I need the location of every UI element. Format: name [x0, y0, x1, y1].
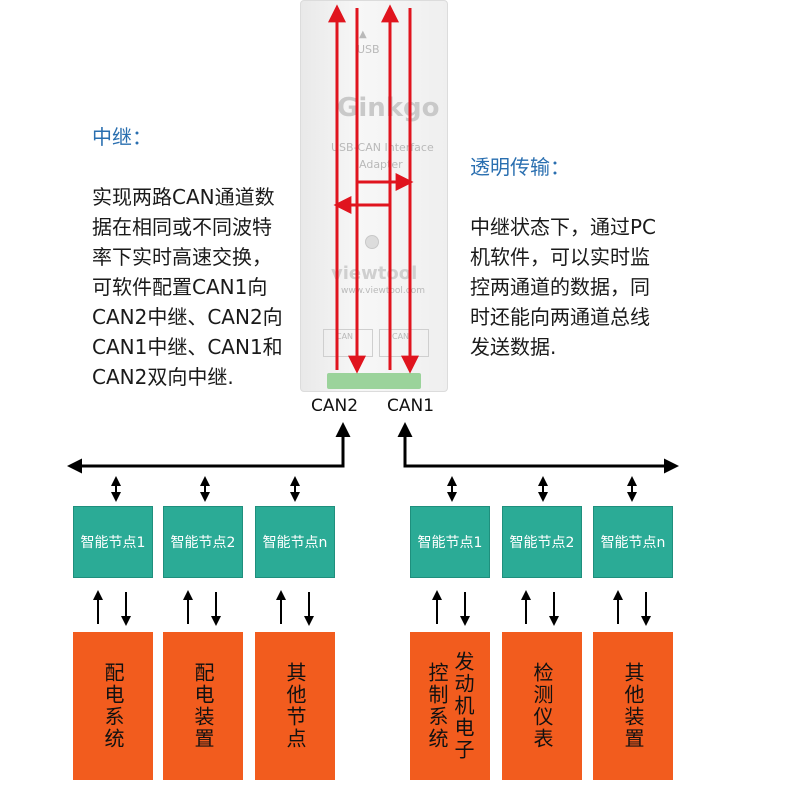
left-device-n: 其他节点 [255, 632, 335, 780]
relay-note-body: 实现两路CAN通道数 据在相同或不同波特 率下实时高速交换， 可软件配置CAN1… [92, 185, 283, 389]
node-device-arrows [93, 590, 651, 626]
left-smart-node-2: 智能节点2 [163, 506, 243, 578]
brand-logo: Ginkgo [337, 93, 440, 123]
relay-note: 中继： 实现两路CAN通道数 据在相同或不同波特 率下实时高速交换， 可软件配置… [92, 92, 312, 422]
vendor-url: www.viewtool.com [341, 286, 425, 296]
terminal-block [327, 373, 421, 389]
transparent-note-title: 透明传输： [470, 155, 570, 179]
right-device-n: 其他装置 [593, 632, 673, 780]
right-smart-node-1: 智能节点1 [410, 506, 490, 578]
bus-node-arrows [111, 476, 637, 502]
usb-can-adapter: ▲ USB Ginkgo USB-CAN Interface Adapter v… [300, 0, 448, 392]
left-smart-node-n: 智能节点n [255, 506, 335, 578]
left-device-1: 配电系统 [73, 632, 153, 780]
model-line-2: Adapter [359, 158, 403, 171]
can2-bus-line [67, 422, 351, 474]
right-device-1: 控制系统 发动机电子 [410, 632, 490, 780]
right-device-2: 检测仪表 [502, 632, 582, 780]
usb-port-label: USB [357, 43, 380, 56]
status-led-icon [365, 235, 379, 249]
left-smart-node-1: 智能节点1 [73, 506, 153, 578]
transparent-note-body: 中继状态下，通过PC 机软件，可以实时监 控两通道的数据，同 时还能向两通道总线… [470, 215, 657, 359]
vendor-logo: viewtool [331, 263, 418, 284]
usb-arrow-icon: ▲ [359, 29, 367, 40]
red-flow-arrows [328, 4, 419, 374]
left-device-2: 配电装置 [163, 632, 243, 780]
can1-label: CAN1 [387, 396, 435, 416]
can1-bus-line [397, 422, 679, 474]
can2-label: CAN2 [311, 396, 359, 416]
transparent-note: 透明传输： 中继状态下，通过PC 机软件，可以实时监 控两通道的数据，同 时还能… [470, 122, 680, 392]
right-smart-node-2: 智能节点2 [502, 506, 582, 578]
relay-note-title: 中继： [92, 125, 152, 149]
right-smart-node-n: 智能节点n [593, 506, 673, 578]
